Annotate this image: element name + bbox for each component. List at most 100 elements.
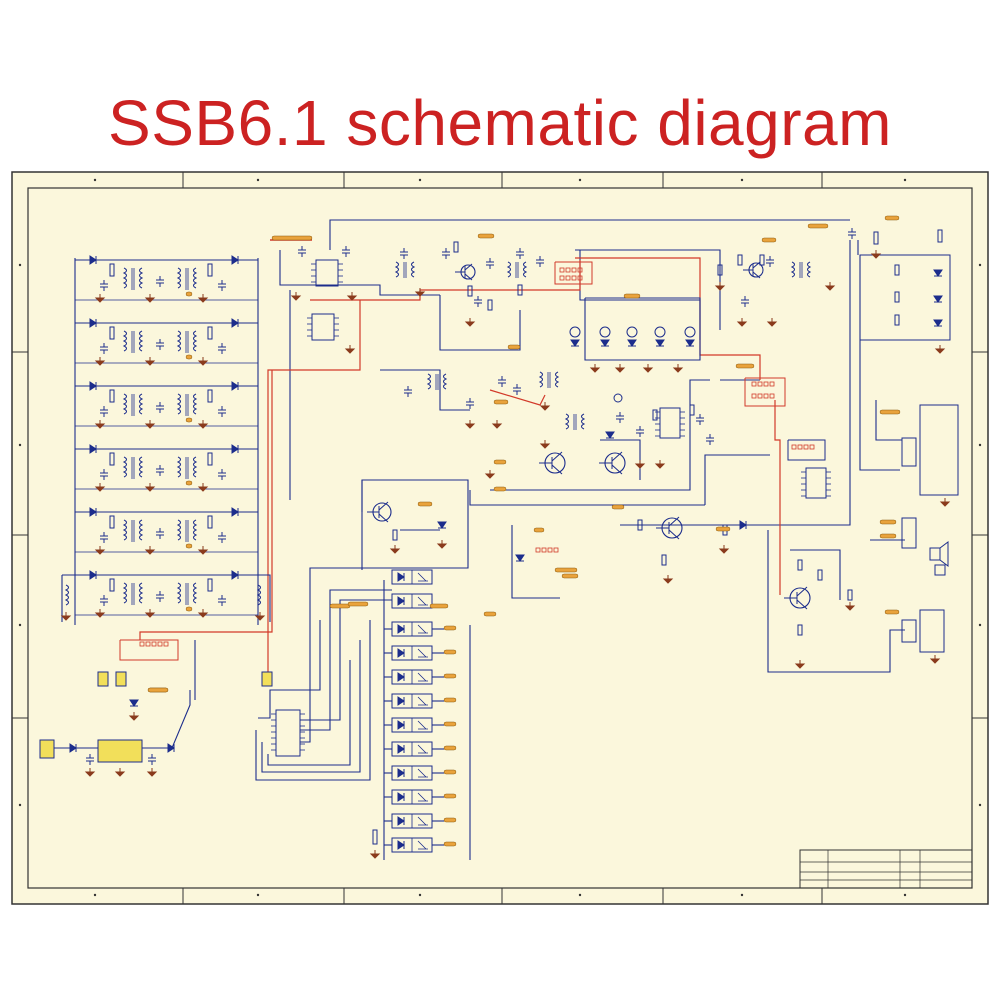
inductor-coil — [139, 582, 144, 604]
inductor-coil — [176, 519, 181, 541]
ground-symbol — [929, 655, 941, 664]
resistor-symbol — [487, 299, 493, 311]
wire-network — [194, 219, 905, 700]
capacitor-symbol — [536, 256, 544, 267]
crystal-symbol — [613, 393, 623, 403]
inner-border — [27, 187, 973, 889]
net-label-tag — [483, 611, 497, 617]
title-block-frame — [799, 849, 973, 889]
inductor-coil — [790, 261, 795, 278]
inductor-coil — [122, 330, 127, 352]
diode-symbol — [933, 319, 943, 327]
net-label-tag — [493, 486, 507, 492]
connector-pin — [559, 267, 565, 273]
zone-dot — [93, 893, 97, 897]
resistor-symbol — [797, 559, 803, 571]
ground-symbol — [144, 420, 156, 429]
capacitor-symbol — [156, 528, 164, 539]
capacitor-symbol — [404, 386, 412, 397]
connector-pin — [535, 547, 541, 553]
inductor-coil — [538, 371, 543, 388]
capacitor-symbol — [766, 256, 774, 267]
wire — [584, 297, 701, 361]
zone-dot — [18, 623, 22, 627]
capacitor-symbol — [848, 228, 856, 239]
wire — [469, 490, 600, 506]
resistor-symbol — [453, 241, 459, 253]
inductor-coil — [256, 584, 261, 606]
capacitor-symbol — [696, 414, 704, 425]
transistor-leads — [455, 263, 473, 281]
resistor-symbol — [109, 326, 115, 340]
resistor-symbol — [109, 389, 115, 403]
connector-outline — [744, 377, 786, 407]
capacitor-symbol — [474, 296, 482, 307]
inductor-coil — [64, 584, 69, 606]
zone-dot — [18, 443, 22, 447]
ground-symbol — [844, 602, 856, 611]
ground-symbol — [589, 364, 601, 373]
zone-dot — [256, 893, 260, 897]
connector-pin — [757, 381, 763, 387]
connector-pin — [553, 547, 559, 553]
connector-pin — [769, 381, 775, 387]
resistor-symbol — [207, 263, 213, 277]
capacitor-symbol — [100, 595, 108, 606]
transistor-leads — [599, 451, 623, 475]
wire — [279, 250, 440, 296]
ground-symbol — [389, 545, 401, 554]
connector-pin — [769, 393, 775, 399]
ground-symbol — [60, 612, 72, 621]
relay-driver-bank — [255, 479, 578, 860]
inductor-coil — [176, 582, 181, 604]
zone-dot — [256, 178, 260, 182]
relay-contact — [417, 720, 428, 730]
capacitor-symbol — [706, 434, 714, 445]
diode-symbol — [231, 255, 239, 265]
resistor-symbol — [109, 578, 115, 592]
capacitor-symbol — [513, 384, 521, 395]
zone-dot — [903, 178, 907, 182]
net-label-tag — [477, 233, 495, 239]
ground-symbol — [94, 357, 106, 366]
ground-symbol — [197, 294, 209, 303]
diode-symbol — [89, 318, 97, 328]
capacitor-symbol — [218, 532, 226, 543]
net-label-tag — [443, 817, 457, 823]
resistor-symbol — [207, 326, 213, 340]
resistor-symbol — [392, 529, 398, 541]
resistor-symbol — [207, 389, 213, 403]
capacitor-symbol — [741, 296, 749, 307]
diode-symbol — [69, 743, 77, 753]
inductor-coil — [176, 456, 181, 478]
ground-symbol — [197, 357, 209, 366]
net-label-tag — [884, 609, 900, 615]
resistor-symbol — [467, 285, 473, 297]
inductor-coil — [411, 261, 416, 278]
resistor-symbol — [517, 284, 523, 296]
inductor-coil — [176, 267, 181, 289]
ground-symbol — [144, 294, 156, 303]
connector-pin — [145, 641, 151, 647]
ground-symbol — [94, 483, 106, 492]
diode-symbol — [600, 339, 610, 347]
inductor-coil — [139, 267, 144, 289]
inductor-coil — [122, 393, 127, 415]
inductor-coil — [139, 393, 144, 415]
resistor-symbol — [652, 409, 658, 421]
diode-symbol — [397, 696, 405, 706]
ground-symbol — [491, 420, 503, 429]
connector-pin — [809, 444, 815, 450]
connector-pin — [757, 393, 763, 399]
capacitor-symbol — [636, 426, 644, 437]
ic-body — [659, 407, 681, 439]
ground-symbol — [939, 498, 951, 507]
capacitor-symbol — [218, 469, 226, 480]
zone-dot — [903, 893, 907, 897]
net-label-tag — [879, 519, 897, 525]
zone-dot — [578, 178, 582, 182]
diode-symbol — [605, 431, 615, 439]
rf-mixer-section — [290, 241, 856, 669]
varactor-symbol — [626, 326, 638, 338]
